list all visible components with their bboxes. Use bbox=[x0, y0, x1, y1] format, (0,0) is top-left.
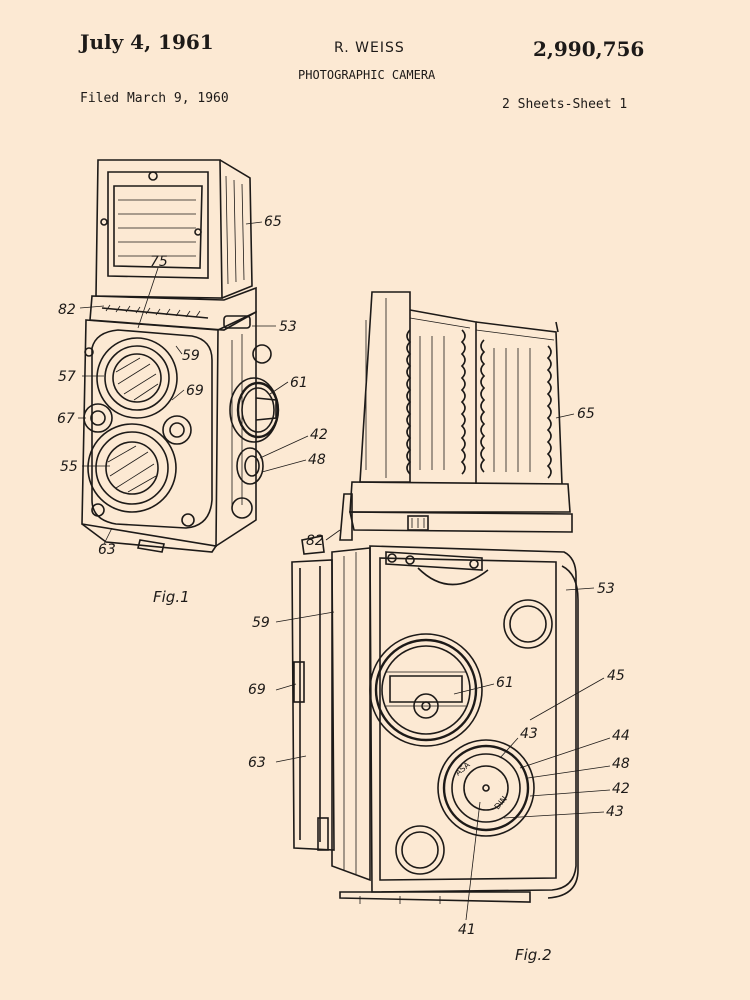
figure-2-drawing: ASA DIN bbox=[291, 291, 579, 904]
figure-1-drawing bbox=[81, 159, 280, 553]
inventor-name: R. WEISS bbox=[334, 40, 405, 56]
sheet-count: 2 Sheets-Sheet 1 bbox=[502, 97, 628, 112]
figure-1-labels: 65 75 82 53 57 59 61 69 67 42 48 55 63 F… bbox=[57, 214, 328, 606]
fig1-ref-61: 61 bbox=[290, 375, 308, 391]
fig2-ref-69: 69 bbox=[248, 682, 266, 698]
fig2-ref-44: 44 bbox=[612, 728, 630, 744]
fig2-caption: Fig.2 bbox=[515, 946, 552, 964]
fig2-ref-59: 59 bbox=[252, 615, 270, 631]
fig2-ref-82: 82 bbox=[306, 533, 324, 549]
fig1-ref-55: 55 bbox=[60, 459, 78, 475]
fig1-ref-63: 63 bbox=[98, 542, 116, 558]
fig1-ref-82: 82 bbox=[58, 302, 76, 318]
fig1-ref-69: 69 bbox=[186, 383, 204, 399]
fig2-ref-48: 48 bbox=[612, 756, 630, 772]
patent-number: 2,990,756 bbox=[533, 37, 645, 61]
fig1-ref-48: 48 bbox=[308, 452, 326, 468]
fig2-ref-41: 41 bbox=[458, 922, 476, 938]
fig2-ref-42: 42 bbox=[612, 781, 630, 797]
patent-title: PHOTOGRAPHIC CAMERA bbox=[298, 68, 436, 82]
fig1-ref-65: 65 bbox=[264, 214, 282, 230]
fig1-caption: Fig.1 bbox=[153, 588, 190, 606]
fig2-ref-45: 45 bbox=[607, 668, 625, 684]
fig2-ref-63: 63 bbox=[248, 755, 266, 771]
figure-2-labels: 65 82 53 59 69 61 45 43 44 48 42 43 63 4… bbox=[248, 406, 630, 964]
fig1-ref-67: 67 bbox=[57, 411, 75, 427]
figure-1-leaders bbox=[78, 221, 309, 545]
fig2-ref-61: 61 bbox=[496, 675, 514, 691]
patent-date: July 4, 1961 bbox=[80, 30, 214, 54]
filing-date: Filed March 9, 1960 bbox=[80, 91, 229, 106]
fig1-ref-42: 42 bbox=[310, 427, 328, 443]
fig2-ref-43-upper: 43 bbox=[520, 726, 538, 742]
figure-2-leaders bbox=[275, 413, 611, 921]
fig2-ref-43-lower: 43 bbox=[606, 804, 624, 820]
fig2-ref-53: 53 bbox=[597, 581, 615, 597]
fig1-ref-59: 59 bbox=[182, 348, 200, 364]
fig2-ref-65: 65 bbox=[577, 406, 595, 422]
fig1-ref-53: 53 bbox=[279, 319, 297, 335]
fig1-ref-75: 75 bbox=[150, 254, 168, 270]
fig1-ref-57: 57 bbox=[58, 369, 76, 385]
